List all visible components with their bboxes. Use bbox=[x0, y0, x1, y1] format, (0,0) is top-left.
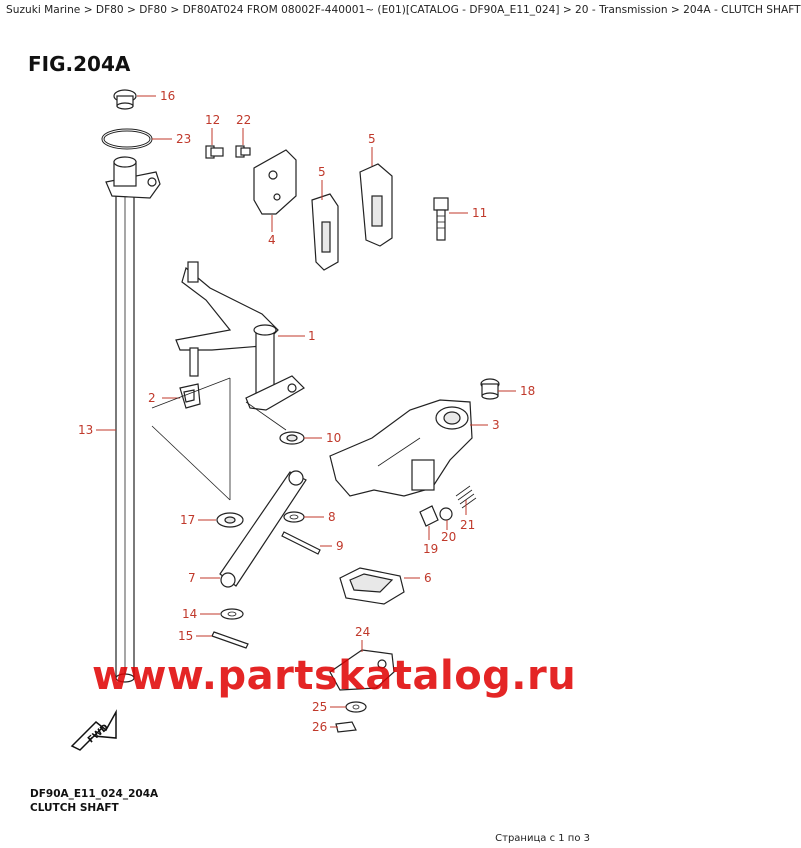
callout-17: 17 bbox=[180, 513, 195, 527]
part-14-washer bbox=[220, 608, 244, 620]
part-23-circlip bbox=[101, 128, 153, 150]
callout-5-left: 5 bbox=[318, 165, 326, 179]
callout-13: 13 bbox=[78, 423, 93, 437]
callout-22: 22 bbox=[236, 113, 251, 127]
part-13-clutch-shaft bbox=[105, 156, 161, 683]
callout-8: 8 bbox=[328, 510, 336, 524]
callout-14: 14 bbox=[182, 607, 197, 621]
callout-19: 19 bbox=[423, 542, 438, 556]
part-20-ball bbox=[439, 507, 453, 521]
callout-12: 12 bbox=[205, 113, 220, 127]
callout-4: 4 bbox=[268, 233, 276, 247]
callout-21: 21 bbox=[460, 518, 475, 532]
callout-20: 20 bbox=[441, 530, 456, 544]
part-3-cam-housing bbox=[329, 399, 473, 497]
part-5-guide-left bbox=[311, 193, 339, 271]
callout-9: 9 bbox=[336, 539, 344, 553]
callout-10: 10 bbox=[326, 431, 341, 445]
callout-2: 2 bbox=[148, 391, 156, 405]
callout-labels: 16 23 12 22 5 5 4 11 1 2 18 13 3 10 17 8… bbox=[78, 89, 535, 734]
part-12-bolt bbox=[205, 145, 224, 159]
part-10-bushing bbox=[279, 431, 305, 445]
callout-11: 11 bbox=[472, 206, 487, 220]
part-19-detent bbox=[419, 505, 439, 527]
callout-5-right: 5 bbox=[368, 132, 376, 146]
part-21-spring bbox=[455, 485, 477, 509]
pager: Страница с 1 по 3 bbox=[495, 833, 590, 844]
part-6-boot bbox=[339, 567, 405, 605]
figure-code: DF90A_E11_024_204A bbox=[30, 788, 159, 800]
part-22-bolt bbox=[235, 145, 251, 158]
part-8-washer bbox=[283, 511, 305, 523]
callout-16: 16 bbox=[160, 89, 175, 103]
breadcrumb: Suzuki Marine > DF80 > DF80 > DF80AT024 … bbox=[6, 4, 801, 16]
figure-name: CLUTCH SHAFT bbox=[30, 802, 119, 814]
part-11-bolt bbox=[433, 197, 449, 241]
callout-18: 18 bbox=[520, 384, 535, 398]
callout-25: 25 bbox=[312, 700, 327, 714]
part-4-bracket bbox=[253, 149, 297, 215]
callout-3: 3 bbox=[492, 418, 500, 432]
parts-diagram: FWD 16 23 bbox=[70, 89, 535, 751]
part-26-pin bbox=[335, 721, 357, 733]
callout-6: 6 bbox=[424, 571, 432, 585]
watermark: www.partskatalog.ru bbox=[92, 653, 577, 699]
part-1-shift-lever bbox=[175, 261, 305, 411]
callout-23: 23 bbox=[176, 132, 191, 146]
fwd-arrow-icon: FWD bbox=[70, 709, 117, 751]
part-7-link bbox=[219, 470, 307, 588]
part-16-plug bbox=[113, 89, 137, 110]
leader-lines bbox=[96, 95, 516, 728]
callout-24: 24 bbox=[355, 625, 370, 639]
callout-15: 15 bbox=[178, 629, 193, 643]
part-18-plug bbox=[480, 378, 500, 400]
part-9-pin bbox=[281, 531, 321, 555]
figure-title: FIG.204A bbox=[28, 52, 131, 76]
part-5-guide-right bbox=[359, 163, 393, 247]
part-25-washer bbox=[345, 701, 367, 713]
callout-1: 1 bbox=[308, 329, 316, 343]
part-15-cotter-pin bbox=[211, 631, 249, 649]
callout-7: 7 bbox=[188, 571, 196, 585]
part-17-bushing bbox=[216, 512, 244, 528]
callout-26: 26 bbox=[312, 720, 327, 734]
